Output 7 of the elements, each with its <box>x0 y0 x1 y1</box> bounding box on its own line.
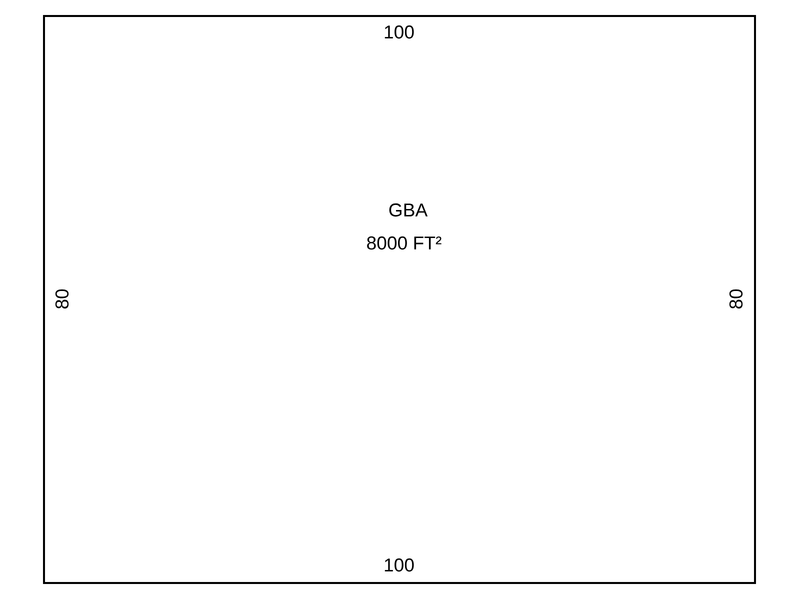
dimension-label: 100 <box>384 558 414 572</box>
building-outline <box>43 15 756 584</box>
dimension-label: 100 <box>384 25 414 39</box>
area-label: 8000 FT² <box>367 236 442 250</box>
dimension-label: 80 <box>729 289 743 309</box>
area-label: GBA <box>389 203 428 217</box>
dimension-label: 80 <box>55 289 69 309</box>
